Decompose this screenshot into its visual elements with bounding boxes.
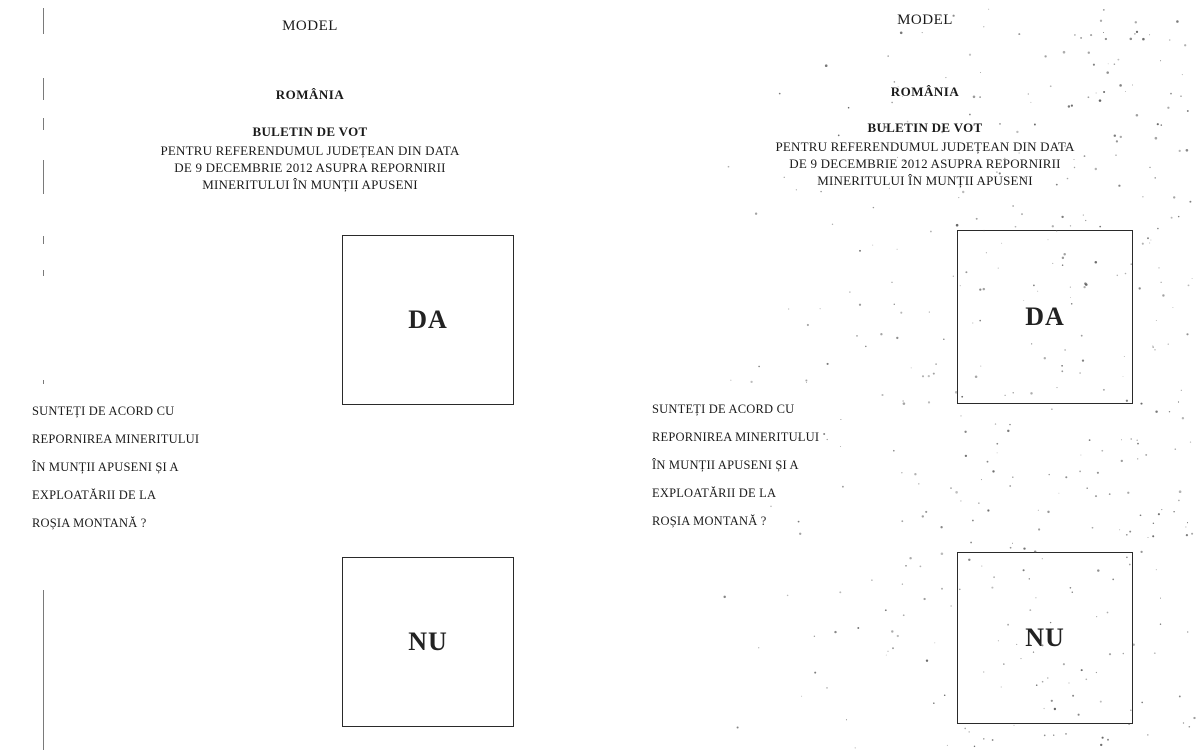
question-line: EXPLOATĂRII DE LA [652,486,777,500]
no-label: NU [408,627,448,656]
no-label: NU [1025,623,1065,652]
question-line: REPORNIREA MINERITULUI [652,430,820,444]
ballot-title: BULETIN DE VOT [252,124,368,139]
yes-label: DA [1025,302,1065,331]
yes-vote-box[interactable]: DA [342,235,514,405]
ballot-subtitle: PENTRU REFERENDUMUL JUDEȚEAN DIN DATA DE… [600,138,1199,189]
country-heading: ROMÂNIA [275,87,345,102]
question-line: ROȘIA MONTANĂ ? [652,514,767,528]
ballot-subtitle-line: MINERITULUI ÎN MUNȚII APUSENI [817,173,1033,188]
question-line: REPORNIREA MINERITULUI [32,432,200,446]
ballot-right: MODEL ROMÂNIA BULETIN DE VOT PENTRU REFE… [600,0,1199,750]
ballot-title: BULETIN DE VOT [867,120,983,135]
ballot-subtitle-line: DE 9 DECEMBRIE 2012 ASUPRA REPORNIRII [174,160,446,175]
yes-vote-box[interactable]: DA [957,230,1133,404]
question-line: ÎN MUNȚII APUSENI ȘI A [32,460,179,474]
ballot-subtitle-line: PENTRU REFERENDUMUL JUDEȚEAN DIN DATA [160,143,460,158]
model-label: MODEL [282,18,338,34]
no-vote-box[interactable]: NU [957,552,1133,724]
referendum-question: SUNTEȚI DE ACORD CU REPORNIREA MINERITUL… [32,397,199,537]
yes-label: DA [408,305,448,334]
question-line: ROȘIA MONTANĂ ? [32,516,147,530]
question-line: EXPLOATĂRII DE LA [32,488,157,502]
model-label: MODEL [897,12,953,28]
country-heading: ROMÂNIA [890,84,960,99]
question-line: ÎN MUNȚII APUSENI ȘI A [652,458,799,472]
ballot-subtitle-line: PENTRU REFERENDUMUL JUDEȚEAN DIN DATA [775,139,1075,154]
no-vote-box[interactable]: NU [342,557,514,727]
scan-edge-marks [40,0,48,750]
ballot-subtitle-line: DE 9 DECEMBRIE 2012 ASUPRA REPORNIRII [789,156,1061,171]
question-line: SUNTEȚI DE ACORD CU [32,404,175,418]
question-line: SUNTEȚI DE ACORD CU [652,402,795,416]
ballot-subtitle-line: MINERITULUI ÎN MUNȚII APUSENI [202,177,418,192]
referendum-question: SUNTEȚI DE ACORD CU REPORNIREA MINERITUL… [652,395,819,535]
ballot-left: MODEL ROMÂNIA BULETIN DE VOT PENTRU REFE… [32,0,514,750]
ballot-subtitle: PENTRU REFERENDUMUL JUDEȚEAN DIN DATA DE… [0,142,620,193]
